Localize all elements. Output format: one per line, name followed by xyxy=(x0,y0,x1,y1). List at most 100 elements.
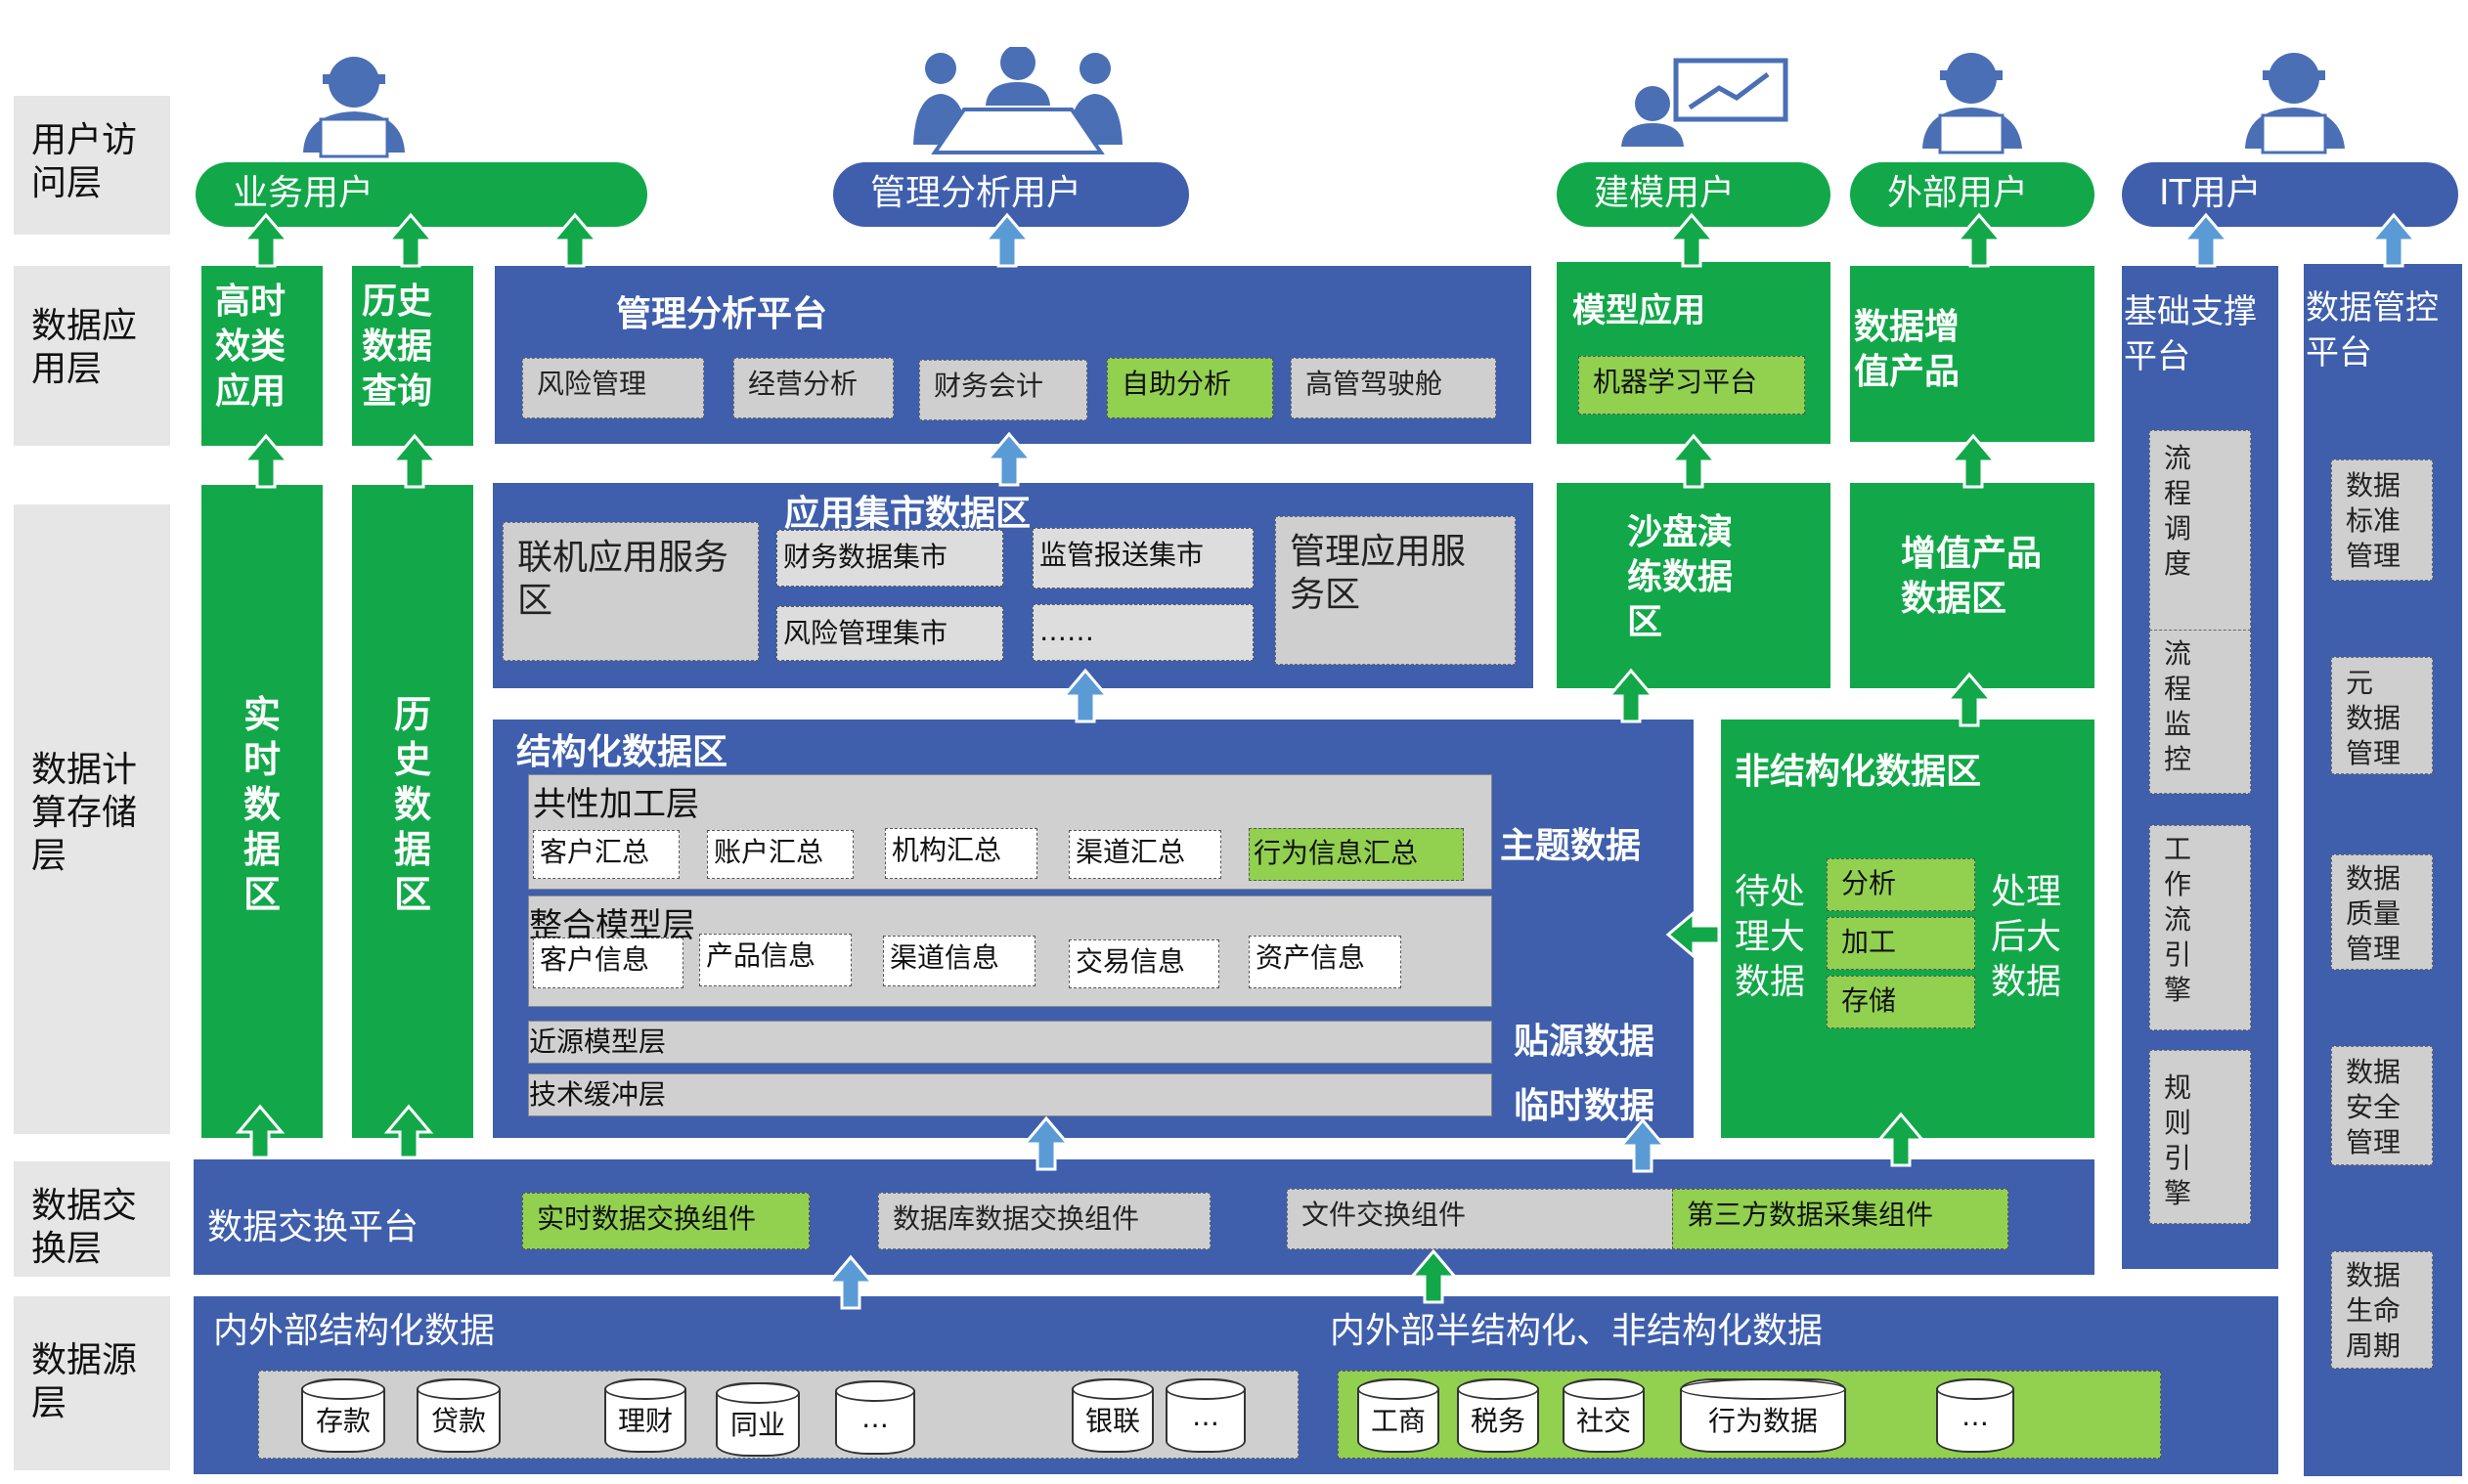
data-standard-item[interactable]: 数据 标准 管理 xyxy=(2331,459,2433,581)
layer-data-app: 数据应 用层 xyxy=(14,266,170,446)
processing-step[interactable]: 加工 xyxy=(1827,917,1975,970)
arrow-up-icon xyxy=(551,213,598,268)
risk-mart-item[interactable]: 风险管理集市 xyxy=(776,606,1003,661)
external-user-pill[interactable]: 外部用户 xyxy=(1850,162,2094,227)
pending-big-data[interactable]: 待处 理大 数据 xyxy=(1735,872,1806,1002)
tax-db-icon[interactable]: 税务 xyxy=(1457,1378,1539,1453)
arrow-up-icon xyxy=(984,213,1031,268)
customer-summary-item[interactable]: 客户汇总 xyxy=(533,830,680,879)
finance-mart-item[interactable]: 财务数据集市 xyxy=(776,530,1003,587)
value-products-box[interactable]: 数据增 值产品 xyxy=(1850,266,2094,442)
more-semi-db-icon[interactable]: … xyxy=(1936,1378,2014,1453)
mgmt-app-service-zone[interactable]: 管理应用服 务区 xyxy=(1275,516,1516,665)
business-user-icon xyxy=(303,57,405,158)
value-product-data-zone[interactable]: 增值产品 数据区 xyxy=(1850,483,2094,688)
arrow-up-icon xyxy=(986,432,1033,487)
near-source-layer[interactable]: 近源模型层 xyxy=(528,1021,1492,1064)
modeling-user-pill[interactable]: 建模用户 xyxy=(1557,162,1830,227)
unstructured-data-zone: 非结构化数据区 待处 理大 数据 分析 加工 存储 处理 后大 数据 xyxy=(1721,720,2094,1138)
it-user-icon xyxy=(2245,53,2345,154)
analysis-step[interactable]: 分析 xyxy=(1827,858,1975,911)
it-user-pill[interactable]: IT用户 xyxy=(2122,162,2458,227)
behavior-data-db-icon[interactable]: 行为数据 xyxy=(1680,1378,1846,1453)
exchange-title: 数据交换平台 xyxy=(207,1207,419,1247)
unstructured-title: 非结构化数据区 xyxy=(1735,752,1982,792)
process-scheduling-item[interactable]: 流 程 调 度 xyxy=(2149,430,2251,635)
channel-summary-item[interactable]: 渠道汇总 xyxy=(1069,830,1221,879)
finance-item[interactable]: 财务会计 xyxy=(919,360,1087,420)
data-security-item[interactable]: 数据 安全 管理 xyxy=(2331,1046,2433,1165)
more-db-icon[interactable]: … xyxy=(835,1380,915,1455)
processed-big-data[interactable]: 处理 后大 数据 xyxy=(1991,872,2062,1002)
exec-cockpit-item[interactable]: 高管驾驶舱 xyxy=(1291,358,1496,418)
data-quality-item[interactable]: 数据 质量 管理 xyxy=(2331,854,2433,970)
arrow-up-icon xyxy=(1619,1118,1666,1173)
tech-buffer-layer[interactable]: 技术缓冲层 xyxy=(528,1073,1492,1116)
storage-step[interactable]: 存储 xyxy=(1827,976,1975,1028)
model-app-box: 模型应用 机器学习平台 xyxy=(1557,262,1830,444)
arrow-up-icon xyxy=(242,213,289,268)
unionpay-db-icon[interactable]: 银联 xyxy=(1072,1378,1154,1453)
rule-engine-item[interactable]: 规 则 引 擎 xyxy=(2149,1050,2251,1224)
channel-info-item[interactable]: 渠道信息 xyxy=(883,936,1036,986)
realtime-exchange-item[interactable]: 实时数据交换组件 xyxy=(522,1193,810,1249)
third-party-collection-item[interactable]: 第三方数据采集组件 xyxy=(1672,1189,2008,1249)
arrow-up-icon xyxy=(1668,213,1715,268)
history-query-box[interactable]: 历史 数据 查询 xyxy=(352,266,473,446)
customer-info-item[interactable]: 客户信息 xyxy=(533,938,683,988)
more-db-icon-2[interactable]: … xyxy=(1166,1378,1246,1453)
db-exchange-item[interactable]: 数据库数据交换组件 xyxy=(878,1193,1211,1249)
business-registry-db-icon[interactable]: 工商 xyxy=(1357,1378,1439,1453)
data-source-layer: 内外部结构化数据 内外部半结构化、非结构化数据 存款 贷款 理财 同业 … 银联… xyxy=(194,1296,2278,1474)
integration-model-layer: 整合模型层 客户信息 产品信息 渠道信息 交易信息 资产信息 xyxy=(528,895,1492,1007)
self-service-analysis-item[interactable]: 自助分析 xyxy=(1107,358,1273,418)
org-summary-item[interactable]: 机构汇总 xyxy=(885,828,1037,879)
business-user-pill[interactable]: 业务用户 xyxy=(196,162,647,227)
asset-info-item[interactable]: 资产信息 xyxy=(1249,936,1401,988)
common-processing-layer: 共性加工层 客户汇总 账户汇总 机构汇总 渠道汇总 行为信息汇总 xyxy=(528,774,1492,890)
realtime-app-box[interactable]: 高时 效类 应用 xyxy=(201,266,323,446)
history-data-zone[interactable]: 历 史 数 据 区 xyxy=(352,485,473,1138)
arrow-up-icon xyxy=(1950,434,1997,489)
mgmt-analysis-platform: 管理分析平台 风险管理 经营分析 财务会计 自助分析 高管驾驶舱 xyxy=(495,266,1531,444)
data-lifecycle-item[interactable]: 数据 生命 周期 xyxy=(2331,1251,2433,1369)
arrow-up-icon xyxy=(1670,434,1717,489)
sandbox-data-zone[interactable]: 沙盘演 练数据 区 xyxy=(1557,483,1830,688)
governance-platform: 数据管控 平台 数据 标准 管理 元 数据 管理 数据 质量 管理 数据 安全 … xyxy=(2304,264,2462,1476)
arrow-up-icon xyxy=(1410,1249,1457,1304)
metadata-item[interactable]: 元 数据 管理 xyxy=(2331,657,2433,774)
temp-data-label: 临时数据 xyxy=(1514,1086,1655,1126)
realtime-data-zone[interactable]: 实 时 数 据 区 xyxy=(201,485,323,1138)
transaction-info-item[interactable]: 交易信息 xyxy=(1069,939,1219,988)
arrow-up-icon xyxy=(1023,1116,1070,1171)
online-app-service-zone[interactable]: 联机应用服务 区 xyxy=(503,522,759,661)
product-info-item[interactable]: 产品信息 xyxy=(699,934,852,986)
layer-source: 数据源 层 xyxy=(14,1296,170,1470)
process-monitor-item[interactable]: 流 程 监 控 xyxy=(2149,630,2251,794)
layer-compute-storage: 数据计 算存储 层 xyxy=(14,504,170,1134)
management-user-pill[interactable]: 管理分析用户 xyxy=(833,162,1189,227)
social-db-icon[interactable]: 社交 xyxy=(1563,1378,1645,1453)
structured-source-title: 内外部结构化数据 xyxy=(213,1311,496,1351)
mgmt-platform-title: 管理分析平台 xyxy=(616,294,828,334)
external-user-icon xyxy=(1922,53,2022,154)
loan-db-icon[interactable]: 贷款 xyxy=(417,1378,501,1453)
workflow-engine-item[interactable]: 工 作 流 引 擎 xyxy=(2149,825,2251,1030)
layer-user-access: 用户访 问层 xyxy=(14,96,170,235)
arrow-up-icon xyxy=(385,1105,432,1159)
source-data-label: 贴源数据 xyxy=(1514,1022,1655,1062)
behavior-summary-item[interactable]: 行为信息汇总 xyxy=(1249,828,1464,881)
data-exchange-platform: 数据交换平台 实时数据交换组件 数据库数据交换组件 文件交换组件 第三方数据采集… xyxy=(194,1159,2094,1275)
arrow-up-icon xyxy=(2182,213,2229,268)
more-mart-item[interactable]: …… xyxy=(1033,604,1254,661)
account-summary-item[interactable]: 账户汇总 xyxy=(707,830,854,879)
regulatory-mart-item[interactable]: 监管报送集市 xyxy=(1033,528,1254,589)
wealth-db-icon[interactable]: 理财 xyxy=(604,1378,686,1453)
model-app-title: 模型应用 xyxy=(1572,291,1705,330)
ml-platform-item[interactable]: 机器学习平台 xyxy=(1578,356,1805,415)
deposit-db-icon[interactable]: 存款 xyxy=(301,1378,385,1453)
interbank-db-icon[interactable]: 同业 xyxy=(716,1382,800,1457)
biz-analysis-item[interactable]: 经营分析 xyxy=(733,358,894,418)
risk-mgmt-item[interactable]: 风险管理 xyxy=(522,358,704,418)
